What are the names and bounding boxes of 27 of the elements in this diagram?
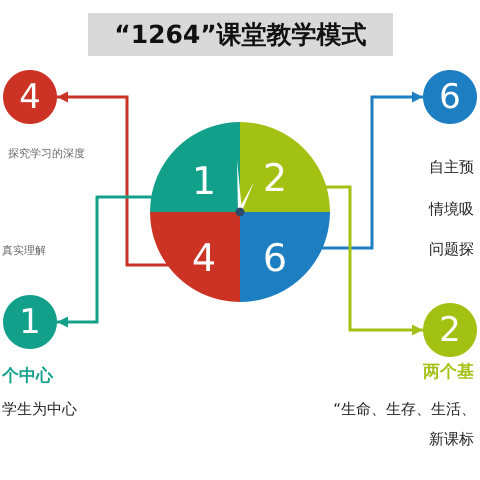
elbow-arrow: [320, 92, 423, 250]
description-text: 新课标: [429, 430, 474, 449]
title-banner: “1264”课堂教学模式: [88, 13, 393, 56]
elbow-arrow: [57, 92, 169, 266]
number-circle: [3, 70, 57, 124]
number-label: 4: [19, 79, 41, 115]
number-label: 2: [262, 158, 288, 198]
number-label: 4: [192, 238, 216, 278]
description-text: 真实理解: [2, 243, 46, 258]
description-text: 情境吸: [429, 200, 474, 219]
number-label: 2: [439, 312, 461, 348]
number-circle: [423, 70, 477, 124]
number-label: 6: [262, 238, 288, 278]
heading-text: 两个基: [423, 361, 474, 383]
description-text: “生命、生存、生活、: [333, 400, 476, 419]
number-label: 1: [192, 161, 216, 201]
number-circle: [423, 303, 477, 357]
elbow-arrow: [324, 186, 423, 336]
elbow-arrow: [57, 196, 153, 328]
number-label: 6: [439, 79, 461, 115]
description-text: 问题探: [429, 240, 474, 259]
description-text: 学生为中心: [2, 400, 77, 419]
heading-text: 个中心: [2, 365, 53, 387]
number-circle: [3, 295, 57, 349]
description-text: 探究学习的深度: [8, 146, 85, 161]
description-text: 自主预: [429, 158, 474, 177]
number-label: 1: [19, 304, 41, 340]
